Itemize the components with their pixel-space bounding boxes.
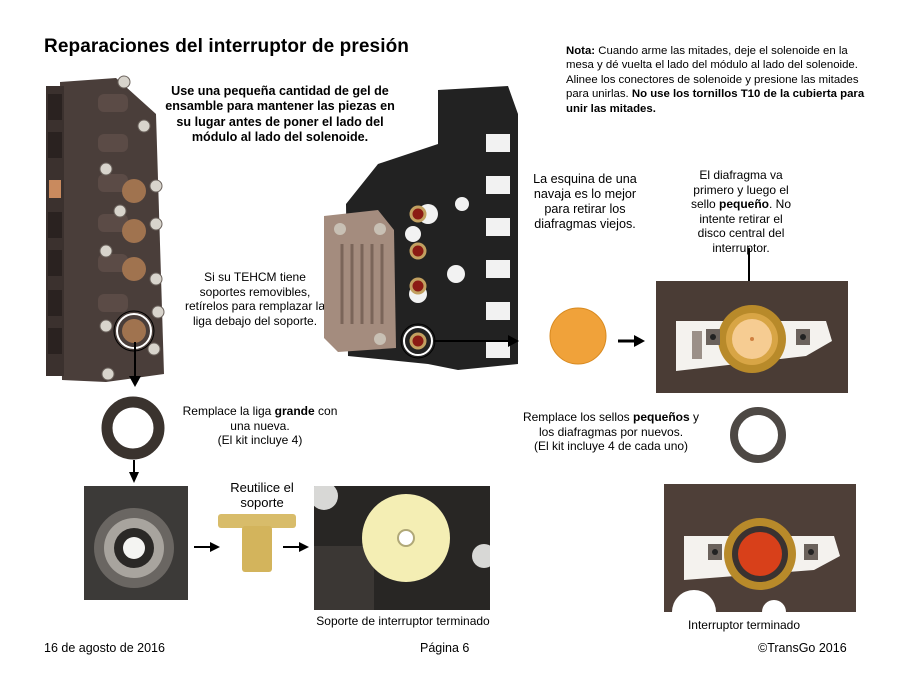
module-side-photo [46, 74, 171, 386]
supports-instruction: Si su TEHCM tiene soportes removibles, r… [184, 270, 326, 328]
small-seals-instruction: Remplace los sellos pequeños y los diafr… [516, 410, 706, 454]
large-seal-instruction: Remplace la liga grande con una nueva. (… [172, 404, 348, 448]
large-seal-post: con una nueva. [230, 404, 338, 433]
arrow-right-icon [434, 334, 520, 348]
finished-support-photo [314, 486, 490, 610]
diaphragm-text-post: . No intente retirar el disco central de… [697, 197, 792, 255]
solenoid-side-photo [318, 84, 528, 374]
large-seal-kit: (El kit incluye 4) [217, 433, 303, 448]
large-oring-photo [100, 395, 166, 461]
arrow-right-icon [283, 541, 311, 553]
small-seals-bold: pequeños [633, 410, 690, 424]
solenoid-port-covers [122, 179, 146, 343]
small-seals-post: y los diafragmas por nuevos. [538, 410, 700, 439]
diaphragm-photo [548, 306, 608, 366]
support-photo [218, 512, 298, 576]
arrow-down-icon [129, 460, 139, 484]
footer-page-number: Página 6 [420, 641, 470, 655]
diaphragm-instruction: El diafragma va primero y luego el sello… [685, 168, 797, 256]
switch-closeup-photo [656, 281, 848, 393]
note-label: Nota: [566, 45, 596, 57]
diaphragm-text-pre: El diafragma va primero y luego el sello [690, 168, 789, 212]
reuse-support-label: Reutilice el soporte [230, 480, 294, 510]
support-done-caption: Soporte de interruptor terminado [316, 614, 490, 628]
seal-bore-photo [84, 486, 188, 600]
diaphragm-text-bold: pequeño [719, 197, 769, 212]
note-text: Cuando arme las mitades, deje el solenoi… [566, 45, 859, 101]
large-seal-bold: grande [274, 404, 315, 418]
arrow-right-icon [618, 334, 646, 348]
arrow-down-icon [128, 342, 142, 388]
page-title: Reparaciones del interruptor de presión [44, 36, 409, 57]
footer-copyright: ©TransGo 2016 [758, 641, 847, 655]
razor-instruction: La esquina de una navaja es lo mejor par… [533, 172, 637, 231]
large-seal-pre: Remplace la liga [182, 404, 275, 418]
small-seals-pre: Remplace los sellos [522, 410, 634, 424]
note-warning: No use los tornillos T10 de la cubierta … [566, 88, 865, 115]
footer-date: 16 de agosto de 2016 [44, 641, 165, 655]
gel-instruction: Use una pequeña cantidad de gel de ensam… [165, 84, 395, 145]
finished-switch-photo [664, 484, 856, 612]
note-block: Nota: Cuando arme las mitades, deje el s… [566, 44, 866, 116]
switch-done-caption: Interruptor terminado [687, 618, 801, 632]
pressure-switches [409, 205, 427, 350]
small-oring-photo [728, 405, 788, 465]
arrow-right-icon [194, 541, 222, 553]
small-seals-kit: (El kit incluye 4 de cada uno) [533, 439, 689, 454]
